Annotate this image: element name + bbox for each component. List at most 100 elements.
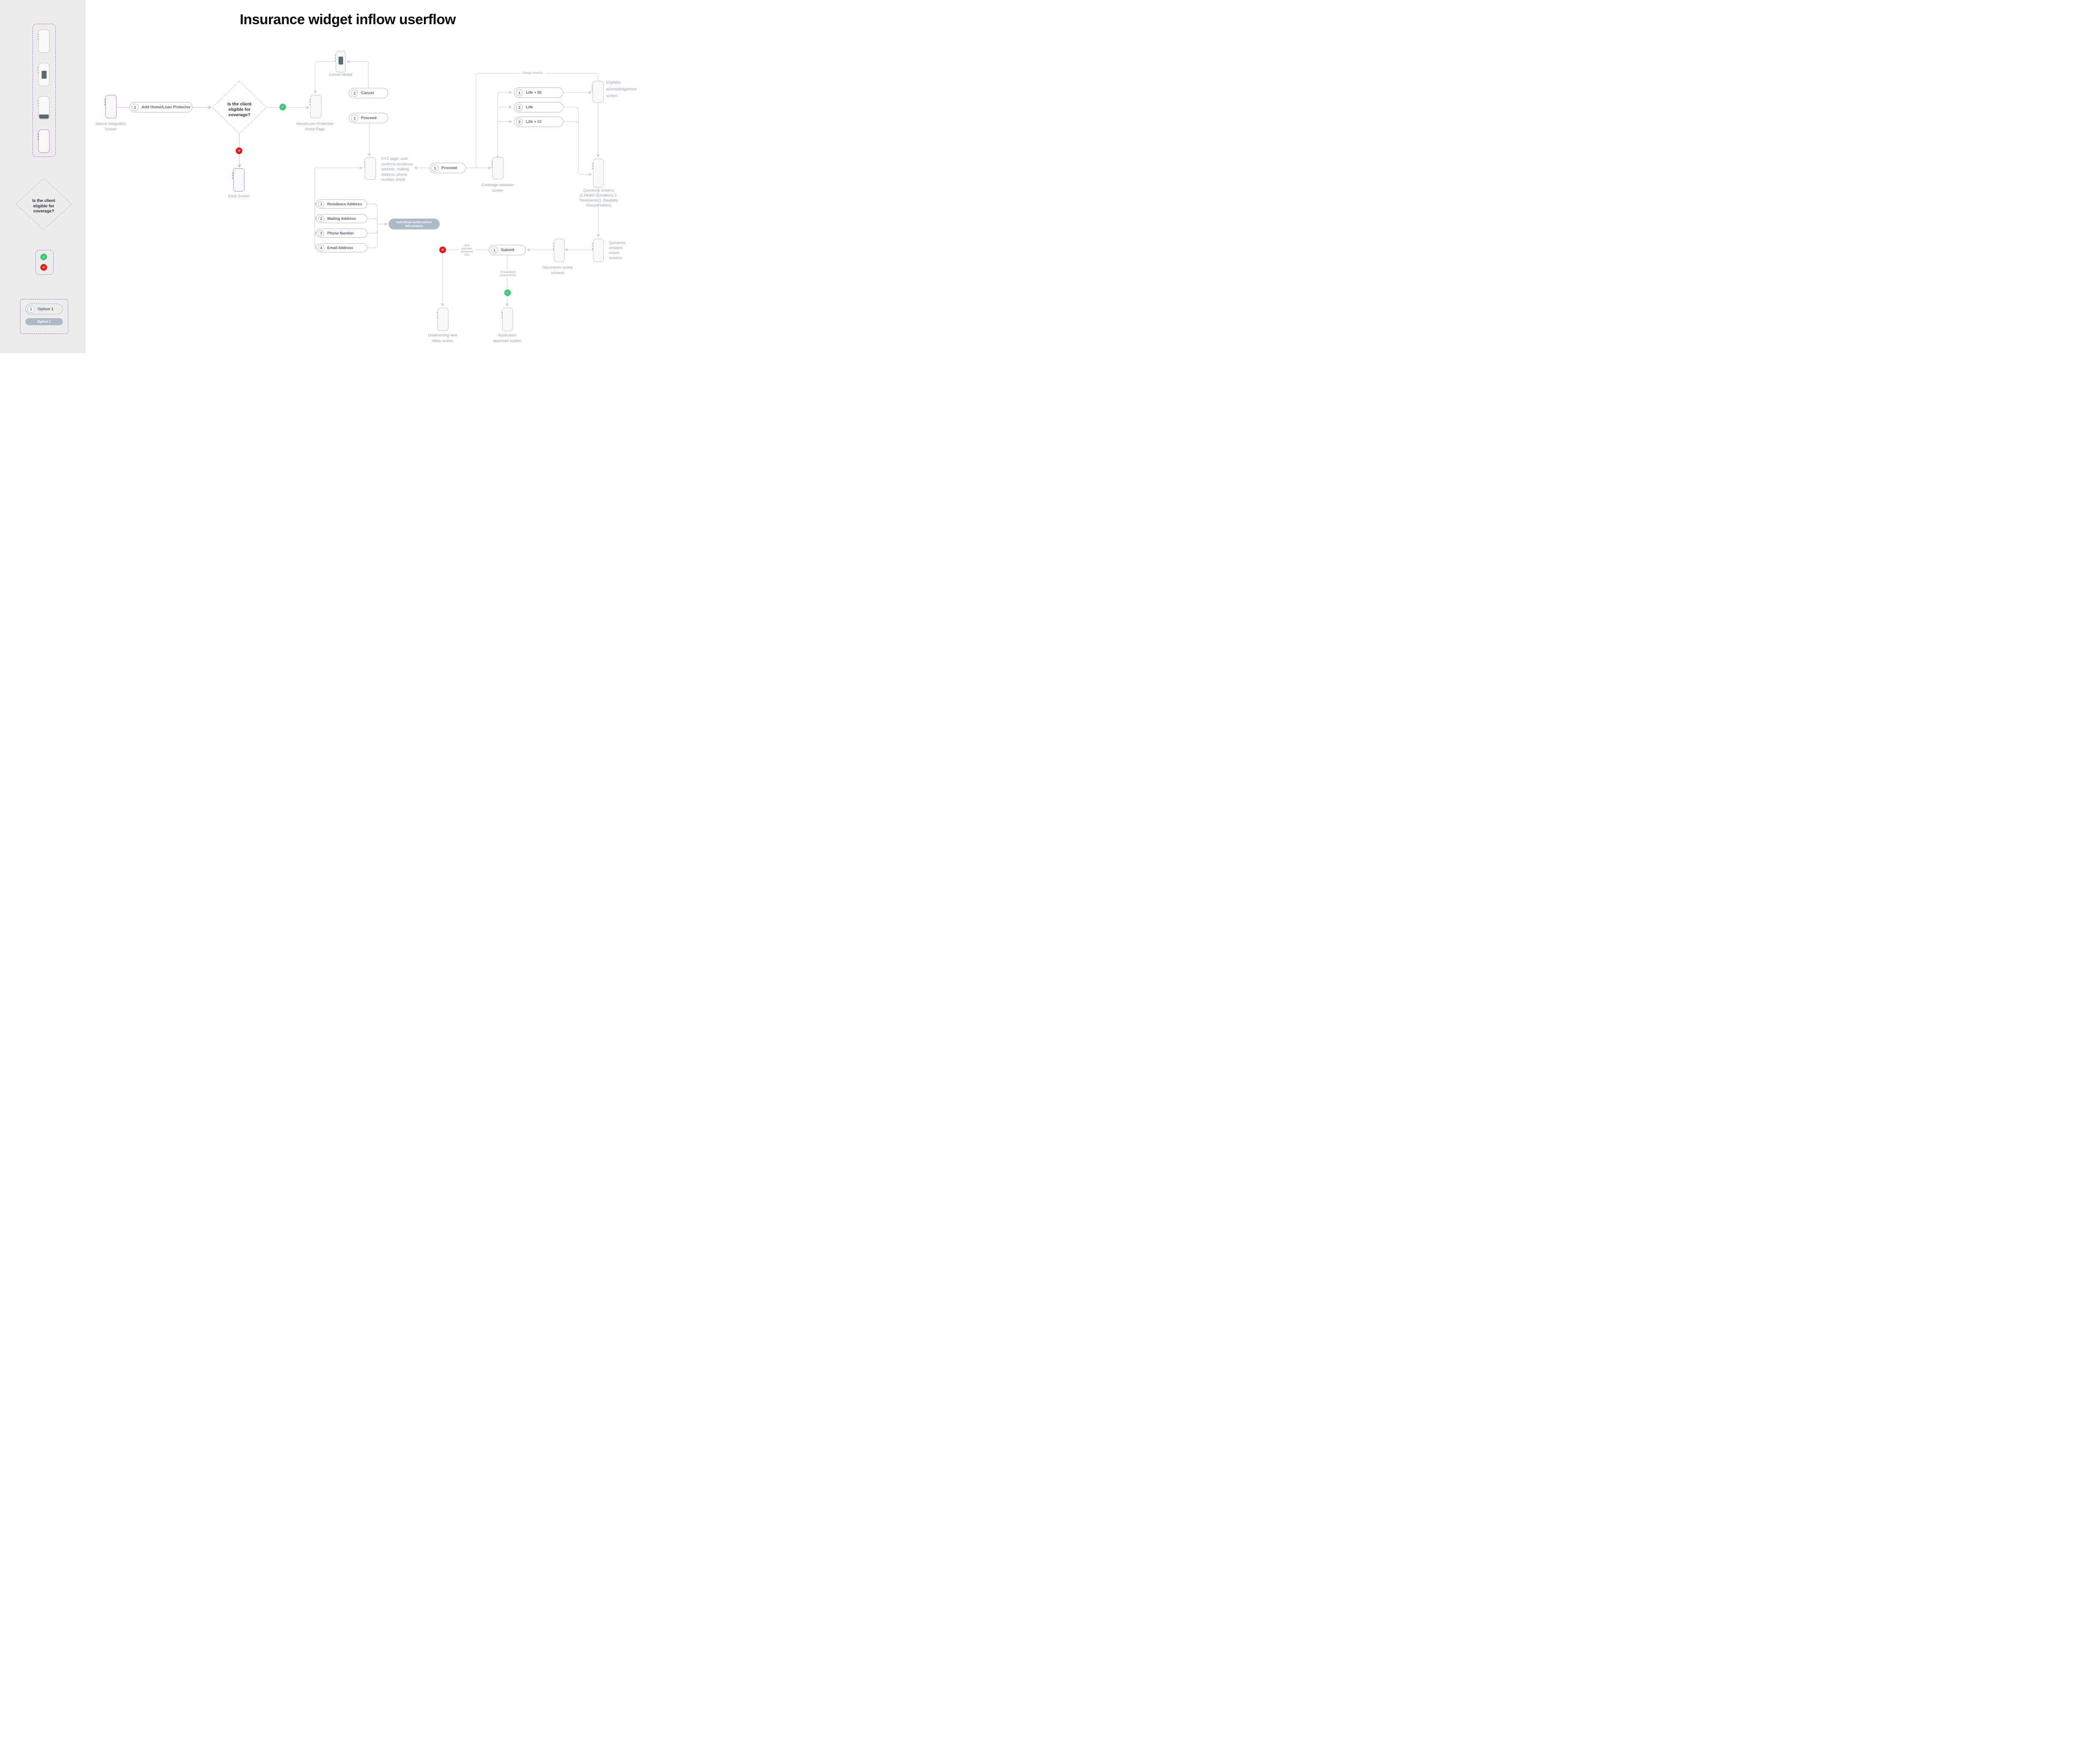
palette-status-group	[35, 250, 54, 275]
node-eligibility-ack-screen[interactable]	[592, 81, 604, 103]
node-cancel-modal-screen[interactable]	[335, 51, 346, 72]
pill-phone-number[interactable]: 3 Phone Number	[316, 229, 367, 238]
node-kyc-screen[interactable]	[364, 157, 376, 180]
cross-glyph: ✕	[441, 247, 444, 252]
palette-option-pill[interactable]: 1 Option 1	[25, 304, 63, 314]
connector-label-all-no: All questions answered NO	[498, 270, 518, 277]
label-eligibility-ack: Eligibility acknowledgement screen	[606, 80, 637, 98]
pill-label: Phone Number	[327, 231, 354, 235]
palette-screen-modal[interactable]	[37, 63, 50, 86]
edge-mailing-out	[367, 218, 378, 222]
pill-life-di[interactable]: 1 Life + DI	[514, 87, 563, 98]
pill-proceed-kyc[interactable]: 1 Proceed	[429, 163, 466, 173]
connector-label-one-yes: One question answered YES	[458, 244, 475, 257]
node-questions-answers-review-screens[interactable]	[592, 239, 604, 262]
pill-label: Cancel	[361, 91, 374, 95]
label-cancel-modal: Cancel Modal	[329, 72, 352, 77]
pill-cancel[interactable]: 2 Cancel	[349, 88, 388, 98]
palette-option-solid-pill[interactable]: Option 1	[25, 318, 63, 325]
shape-palette-sidebar	[0, 0, 85, 353]
node-home-page-screen[interactable]	[309, 95, 321, 118]
pill-number: 4	[318, 244, 324, 251]
pill-label: Life + DI	[526, 90, 542, 95]
label-home-page: Home/Loan Protection Home Page	[296, 122, 334, 131]
label-error-screen: Error Screen	[228, 194, 250, 198]
option-label: Option 1	[37, 306, 54, 311]
palette-cross-icon[interactable]: ✕	[40, 264, 47, 271]
palette-screen-blank[interactable]	[37, 30, 50, 53]
eligible-no-cross-icon: ✕	[236, 147, 242, 154]
pill-number: 1	[431, 164, 438, 172]
check-glyph: ✓	[506, 290, 509, 295]
pill-number: 1	[491, 247, 498, 254]
node-coverage-selection-screen[interactable]	[491, 157, 503, 179]
palette-screen-sheet[interactable]	[37, 96, 50, 120]
node-source-integration-screen[interactable]	[105, 95, 117, 118]
check-glyph: ✓	[281, 105, 284, 110]
node-application-approved-screen[interactable]	[501, 308, 513, 331]
pill-residence-address[interactable]: 1 Residence Address	[316, 199, 367, 209]
pill-number: 3	[318, 230, 324, 237]
flow-canvas: Is the client eligible for coverage? ✓ ✕…	[0, 0, 653, 353]
node-documents-review-screens[interactable]	[553, 239, 565, 262]
edge-email-out	[367, 244, 378, 248]
bottom-sheet-rect	[39, 115, 49, 119]
pill-label: Life	[526, 105, 533, 110]
pill-number: 1	[318, 201, 324, 207]
page-title: Insurance widget inflow userflow	[239, 12, 456, 27]
pill-label: Proceed	[361, 116, 377, 120]
pill-number: 2	[516, 104, 523, 111]
pill-proceed-home[interactable]: 1 Proceed	[349, 113, 388, 123]
pill-label: Add Home/Loan Protector	[142, 105, 191, 110]
cross-glyph: ✕	[237, 148, 241, 153]
label-qa-review: Questions answers review screens	[609, 241, 626, 260]
edge-phone-out	[367, 229, 378, 234]
pill-life-ci[interactable]: 3 Life + CI	[514, 117, 563, 127]
pill-number: 1	[516, 89, 523, 96]
label-documents-review: Documents review screens	[542, 265, 573, 275]
edge-coverage-to-lifedi	[497, 92, 511, 157]
decision-diamond-label: Is the client eligible for coverage?	[227, 102, 252, 117]
pill-email-address[interactable]: 4 Email Address	[316, 243, 367, 252]
edge-residence-out	[367, 204, 378, 208]
pill-number: 1	[132, 104, 139, 111]
eligible-yes-check-icon: ✓	[279, 104, 286, 110]
palette-screens-group	[32, 24, 56, 157]
palette-screen-highlight[interactable]	[37, 130, 50, 153]
pill-submit[interactable]: 1 Submit	[489, 245, 526, 255]
check-glyph: ✓	[42, 254, 45, 259]
palette-check-icon[interactable]: ✓	[40, 254, 47, 260]
pill-number: 2	[318, 215, 324, 222]
pill-mailing-address[interactable]: 2 Mailing Address	[316, 214, 367, 223]
label-coverage-selection: Coverage selection screen	[481, 183, 514, 192]
node-questions-screens[interactable]	[592, 159, 604, 187]
pill-number: 2	[351, 90, 358, 97]
pill-number: 3	[516, 118, 523, 125]
cross-glyph: ✕	[42, 265, 45, 270]
approved-check-icon: ✓	[504, 289, 511, 296]
pill-life[interactable]: 2 Life	[514, 102, 563, 112]
pill-number: 1	[351, 115, 358, 122]
edge-bus-to-questions	[578, 110, 591, 174]
edge-lifeci-out	[563, 121, 579, 125]
pill-label: Mailing Address	[327, 217, 356, 221]
pill-label: Residence Address	[327, 202, 362, 206]
pill-label: Email Address	[327, 246, 354, 250]
node-underwriting-next-steps-screen[interactable]	[437, 308, 448, 331]
pill-add-home-loan-protector[interactable]: 1 Add Home/Loan Protector	[130, 102, 192, 112]
label-application-approved: Application approved screen	[493, 333, 521, 343]
label-questions-screens: Questions screens (1.Health Conditions 2…	[579, 188, 618, 207]
pill-label: Proceed	[441, 166, 457, 170]
node-error-screen[interactable]	[232, 168, 244, 192]
label-kyc: KYC page, user confirms residence addres…	[381, 157, 413, 182]
label-source-integration: Source Integration Screen	[95, 122, 126, 131]
badge-individual-confirmation[interactable]: Individual confirmation/ edit screens	[389, 219, 440, 229]
modal-rect	[339, 57, 343, 65]
edge-life-out	[563, 107, 579, 110]
connector-label-change-selection: Change Selection	[520, 71, 545, 75]
label-underwriting: Underwriting next steps screen	[428, 333, 458, 343]
pill-label: Submit	[501, 248, 515, 252]
underwriting-cross-icon: ✕	[439, 247, 446, 253]
option-number: 1	[27, 305, 35, 313]
pill-label: Life + CI	[526, 120, 542, 124]
